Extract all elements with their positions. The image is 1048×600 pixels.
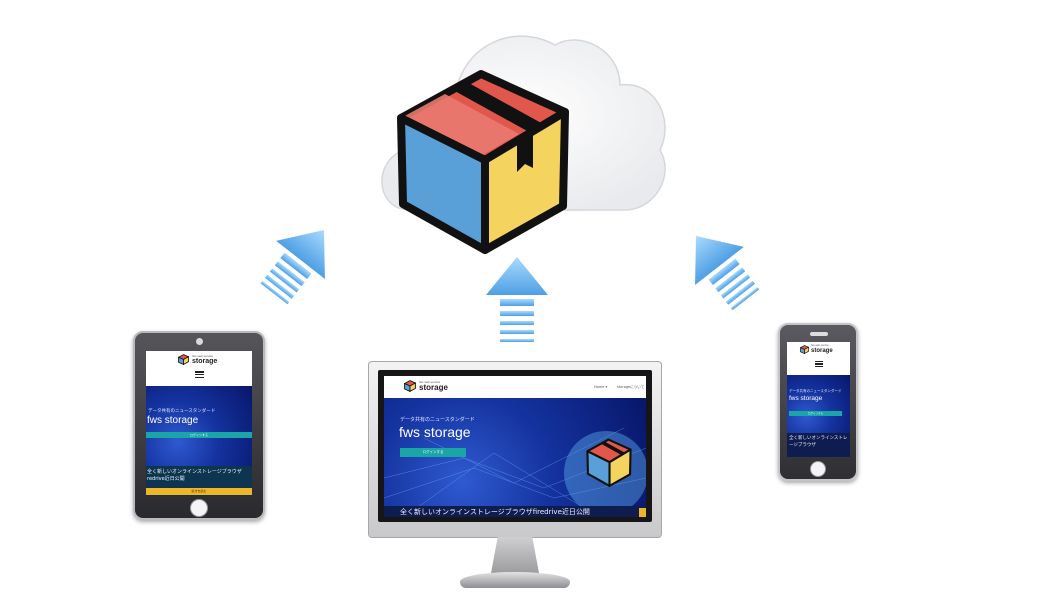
hero-tagline: データ共有のニュースタンダード [400, 417, 475, 423]
phone-device: fws web service storage データ共有のニュースタンダード … [778, 323, 858, 481]
logo-subtitle: fws web service [419, 379, 441, 384]
box-icon [393, 68, 573, 258]
nav-about[interactable]: storageについて [617, 385, 645, 389]
nav-home[interactable]: Home ▾ [594, 385, 608, 389]
news-line-2: redrive近日公開 [147, 476, 185, 482]
box-icon [586, 438, 632, 487]
upload-arrow-icon [250, 222, 340, 312]
upload-arrow-icon [484, 255, 550, 355]
phone-speaker [810, 332, 828, 336]
box-icon [404, 380, 416, 392]
news-headline: 全く新しいオンラインストレージブラウザfiredrive近日公開 [400, 508, 590, 516]
tablet-screen: fws web service storage データ共有のニュースタンダード … [146, 351, 252, 496]
phone-home-button [810, 461, 826, 477]
hero-title: fws storage [789, 395, 823, 402]
hero-tagline: データ共有のニュースタンダード [789, 389, 842, 393]
site-logo: fws web service storage [178, 354, 217, 365]
logo-wordmark: storage [419, 382, 448, 392]
phone-screen: fws web service storage データ共有のニュースタンダード … [787, 342, 850, 457]
monitor-screen: fws web service storage Home ▾ storageにつ… [384, 376, 646, 517]
login-button[interactable]: ログインする [789, 411, 842, 416]
site-logo: fws web service storage [800, 345, 833, 354]
box-icon [800, 345, 809, 354]
upload-arrow-icon [680, 228, 770, 318]
logo-wordmark: storage [811, 347, 833, 354]
tablet-device: fws web service storage データ共有のニュースタンダード … [133, 331, 265, 520]
box-icon [178, 354, 189, 365]
monitor-stand [491, 537, 539, 573]
hero-title: fws storage [147, 415, 199, 426]
read-more-tab[interactable] [639, 508, 646, 517]
login-button[interactable]: ログインする [400, 448, 466, 457]
tablet-camera [196, 338, 203, 345]
site-logo: fws web service storage [404, 380, 448, 392]
logo-wordmark: storage [192, 357, 218, 365]
monitor-stand-base [460, 572, 570, 588]
news-line-1: 全く新しいオンラインストレージブラウザ [147, 469, 242, 475]
hamburger-icon[interactable] [195, 371, 204, 379]
news-line-1: 全く新しいオンラインストレージブラウザ [789, 436, 848, 448]
logo-subtitle: fws web service [192, 353, 214, 358]
tablet-home-button [190, 499, 208, 517]
login-button[interactable]: ログインする [146, 432, 252, 438]
desktop-monitor: fws web service storage Home ▾ storageにつ… [368, 361, 662, 560]
hero-tagline: データ共有のニュースタンダード [148, 409, 216, 414]
read-more-button[interactable]: 続きを読む [146, 488, 252, 495]
logo-subtitle: fws web service [811, 344, 829, 348]
hero-title: fws storage [399, 424, 471, 440]
hamburger-icon[interactable] [815, 361, 823, 367]
